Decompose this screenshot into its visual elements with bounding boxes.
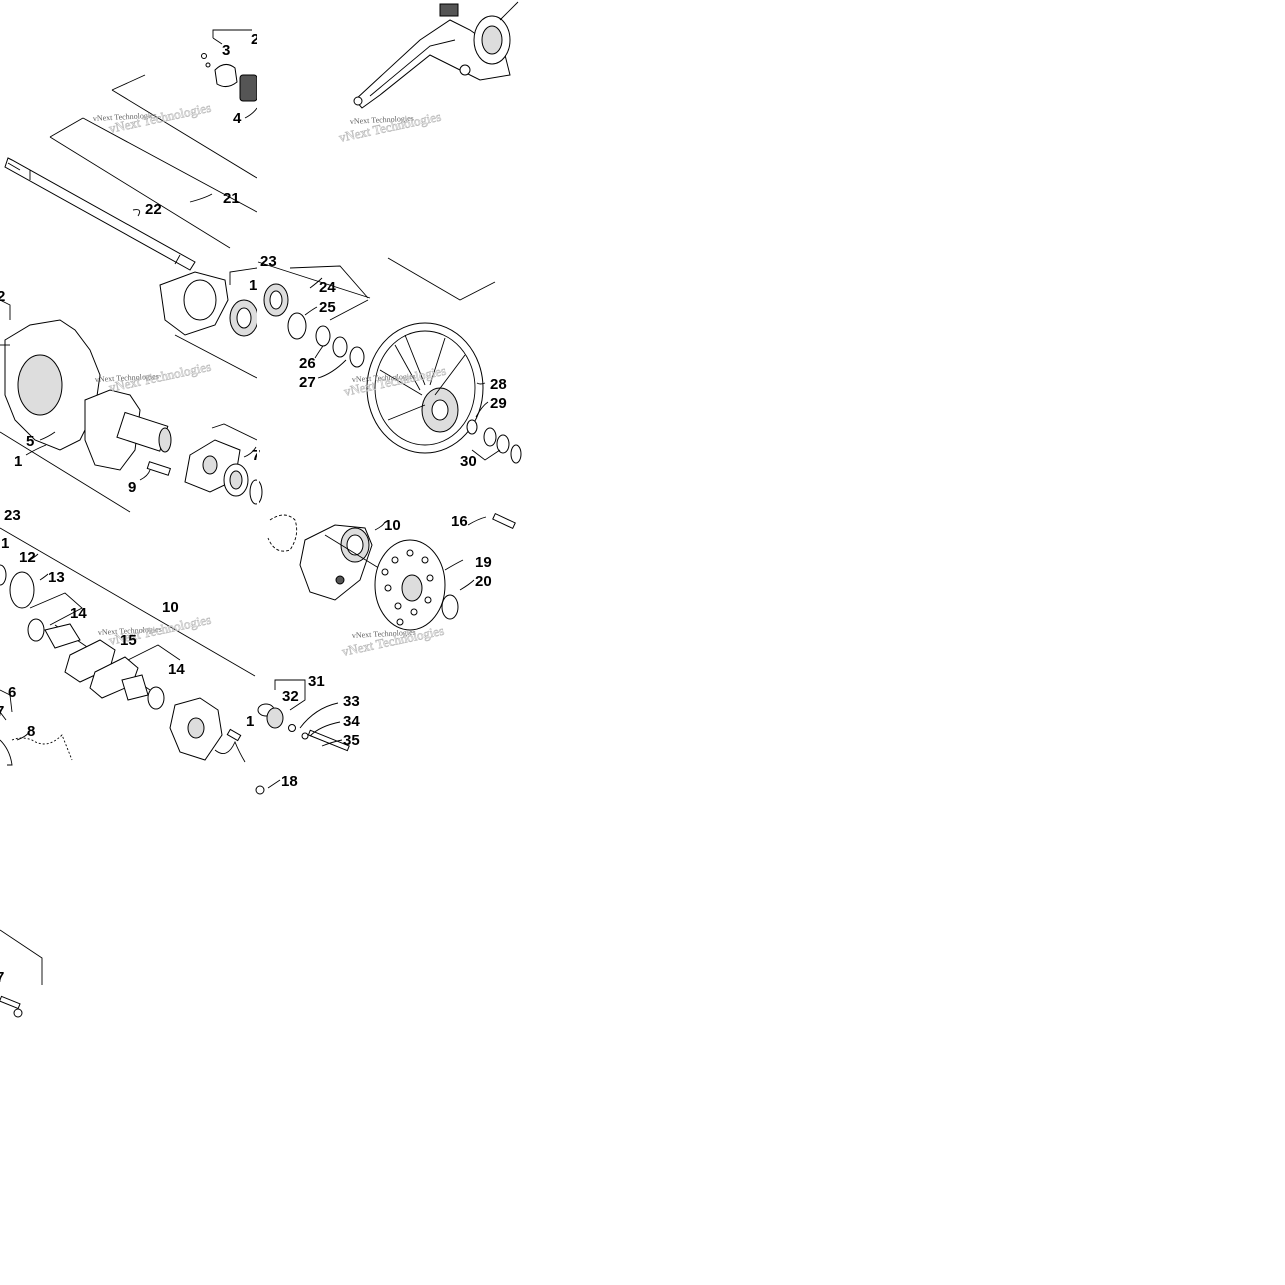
callout-24: 24 (319, 279, 336, 296)
callout-21: 21 (223, 190, 240, 207)
callout-15: 15 (120, 632, 137, 649)
swing-arm-part (354, 19, 511, 109)
tile-middle-left: vNext Technologies vNext Technologies 2 … (0, 253, 277, 524)
retaining-ring-part (441, 594, 459, 620)
callout-10: 10 (162, 599, 179, 616)
tile-top-middle: vNext Technologies vNext Technologies (337, 1, 519, 145)
nut-part (255, 785, 265, 795)
callout-29: 29 (490, 395, 507, 412)
callout-30: 30 (460, 453, 477, 470)
callout-34: 34 (343, 713, 360, 730)
watermark-text: vNext Technologies (98, 625, 162, 637)
callout-7: 7 (252, 447, 260, 464)
callout-6: 6 (8, 684, 16, 701)
callout-12: 12 (19, 549, 36, 566)
callout-35: 35 (343, 732, 360, 749)
callout-5: 5 (26, 433, 34, 450)
callout-27: 27 (299, 374, 316, 391)
washer-part (301, 732, 309, 740)
watermark-text: vNext Technologies (352, 628, 416, 640)
watermark-text: vNext Technologies (93, 111, 157, 123)
bushing-part (214, 64, 238, 88)
bolt-part (307, 729, 350, 752)
callout-19: 19 (475, 554, 492, 571)
callout-7: 7 (0, 703, 4, 720)
callout-2: 2 (251, 31, 259, 48)
callout-33: 33 (343, 693, 360, 710)
callout-1: 1 (14, 453, 22, 470)
spline-end-part (439, 3, 459, 17)
callout-8: 8 (27, 723, 35, 740)
sleeve-part (266, 707, 284, 729)
tile-top-left: vNext Technologies vNext Technologies 3 … (4, 0, 259, 271)
callout-18: 18 (281, 773, 298, 790)
watermark-outline: vNext Technologies (108, 100, 213, 136)
spline-gear-part (239, 74, 258, 102)
ring-part (483, 427, 497, 447)
callout-9: 9 (128, 479, 136, 496)
callout-7: 7 (0, 969, 4, 986)
callout-10: 10 (384, 517, 401, 534)
o-ring-part (9, 571, 35, 609)
bolt-part (146, 461, 172, 476)
callout-20: 20 (475, 573, 492, 590)
callout-13: 13 (48, 569, 65, 586)
callout-23: 23 (4, 507, 21, 524)
callout-1: 1 (1, 535, 9, 552)
callout-14: 14 (70, 605, 87, 622)
tile-bottom-left: 7 (0, 929, 43, 1018)
tile-middle-middle: vNext Technologies vNext Technologies 24… (257, 257, 522, 470)
ring-part (147, 686, 165, 710)
callout-25: 25 (319, 299, 336, 316)
watermark-text: vNext Technologies (350, 114, 414, 126)
piston-part (44, 623, 81, 649)
callout-2: 2 (0, 288, 5, 305)
piston-part (121, 674, 149, 701)
callout-31: 31 (308, 673, 325, 690)
callout-32: 32 (282, 688, 299, 705)
callout-26: 26 (299, 355, 316, 372)
tile-lower-middle: vNext Technologies vNext Technologies 10… (255, 512, 516, 795)
washer-part (288, 724, 296, 732)
o-ring-part (466, 419, 478, 435)
tile-lower-left: vNext Technologies vNext Technologies 1 … (0, 513, 259, 770)
bolt-part (0, 995, 21, 1010)
callout-23: 23 (260, 253, 277, 270)
gearbox-cover-part (84, 389, 141, 471)
axle-shaft-part (4, 157, 196, 271)
spacer-part (332, 336, 348, 358)
watermark-text: vNext Technologies (352, 372, 416, 384)
spring-pin-part (492, 512, 516, 530)
callout-16: 16 (451, 513, 468, 530)
ring-part (496, 434, 510, 454)
callout-3: 3 (222, 42, 230, 59)
spacer-part (315, 325, 331, 347)
watermark-text: vNext Technologies (95, 372, 159, 384)
spacer-part (349, 346, 365, 368)
bolt-part (201, 53, 207, 59)
callout-22: 22 (145, 201, 162, 218)
callout-1: 1 (249, 277, 257, 294)
callout-4: 4 (233, 110, 242, 127)
callout-14: 14 (168, 661, 185, 678)
watermark-outline: vNext Technologies (108, 359, 213, 395)
callout-28: 28 (490, 376, 507, 393)
washer-part (205, 62, 211, 68)
callout-1: 1 (246, 713, 254, 730)
o-ring-part (287, 312, 307, 340)
ring-part (27, 618, 45, 642)
